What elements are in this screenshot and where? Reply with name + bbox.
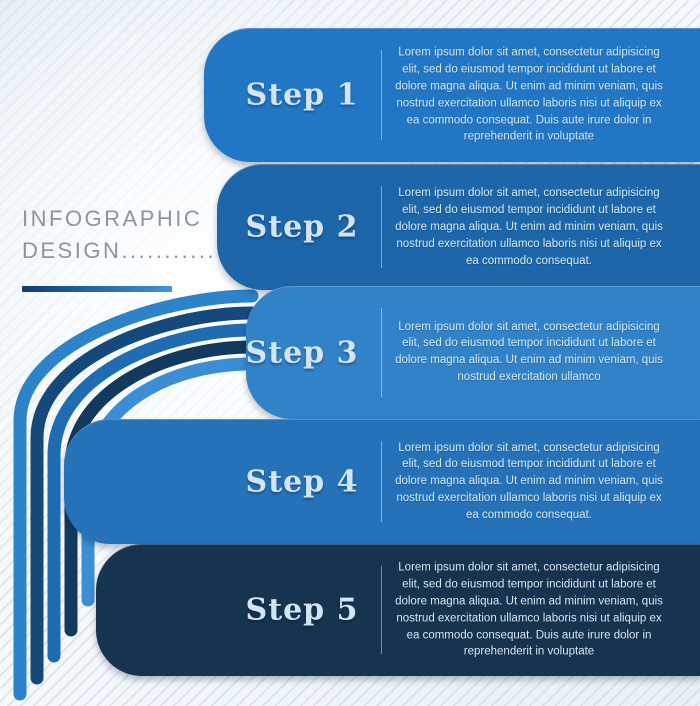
step-4-label: Step 4	[245, 464, 359, 499]
step-1-label: Step 1	[245, 77, 359, 113]
step-3-label: Step 3	[245, 335, 359, 370]
title-block: INFOGRAPHIC DESIGN...........	[22, 203, 216, 267]
step-1-divider	[381, 50, 382, 140]
step-2-description: Lorem ipsum dolor sit amet, consectetur …	[395, 186, 663, 267]
ribbon-tube-1	[13, 289, 259, 701]
title-line-1: INFOGRAPHIC	[22, 206, 203, 231]
step-2-banner: Step 2 Lorem ipsum dolor sit amet, conse…	[217, 164, 700, 290]
step-1-description: Lorem ipsum dolor sit amet, consectetur …	[395, 46, 663, 143]
step-5-description: Lorem ipsum dolor sit amet, consectetur …	[395, 561, 663, 658]
step-1-banner: Step 1 Lorem ipsum dolor sit amet, conse…	[204, 28, 700, 162]
ribbon-tube-2	[30, 306, 259, 685]
step-5-label: Step 5	[245, 592, 359, 628]
title-underline-bar	[22, 286, 172, 292]
step-5-banner: Step 5 Lorem ipsum dolor sit amet, conse…	[96, 544, 700, 676]
step-4-description: Lorem ipsum dolor sit amet, consectetur …	[395, 441, 663, 521]
step-3-banner: Step 3 Lorem ipsum dolor sit amet, conse…	[246, 286, 700, 419]
title-line-2: DESIGN...........	[22, 238, 217, 263]
step-2-divider	[381, 186, 382, 268]
step-3-description: Lorem ipsum dolor sit amet, consectetur …	[395, 320, 663, 384]
ribbon-tube-3	[47, 323, 259, 663]
step-5-divider	[381, 566, 382, 654]
step-4-divider	[381, 441, 382, 522]
step-2-label: Step 2	[245, 209, 359, 245]
step-3-divider	[381, 308, 382, 397]
step-4-banner: Step 4 Lorem ipsum dolor sit amet, conse…	[64, 419, 700, 544]
